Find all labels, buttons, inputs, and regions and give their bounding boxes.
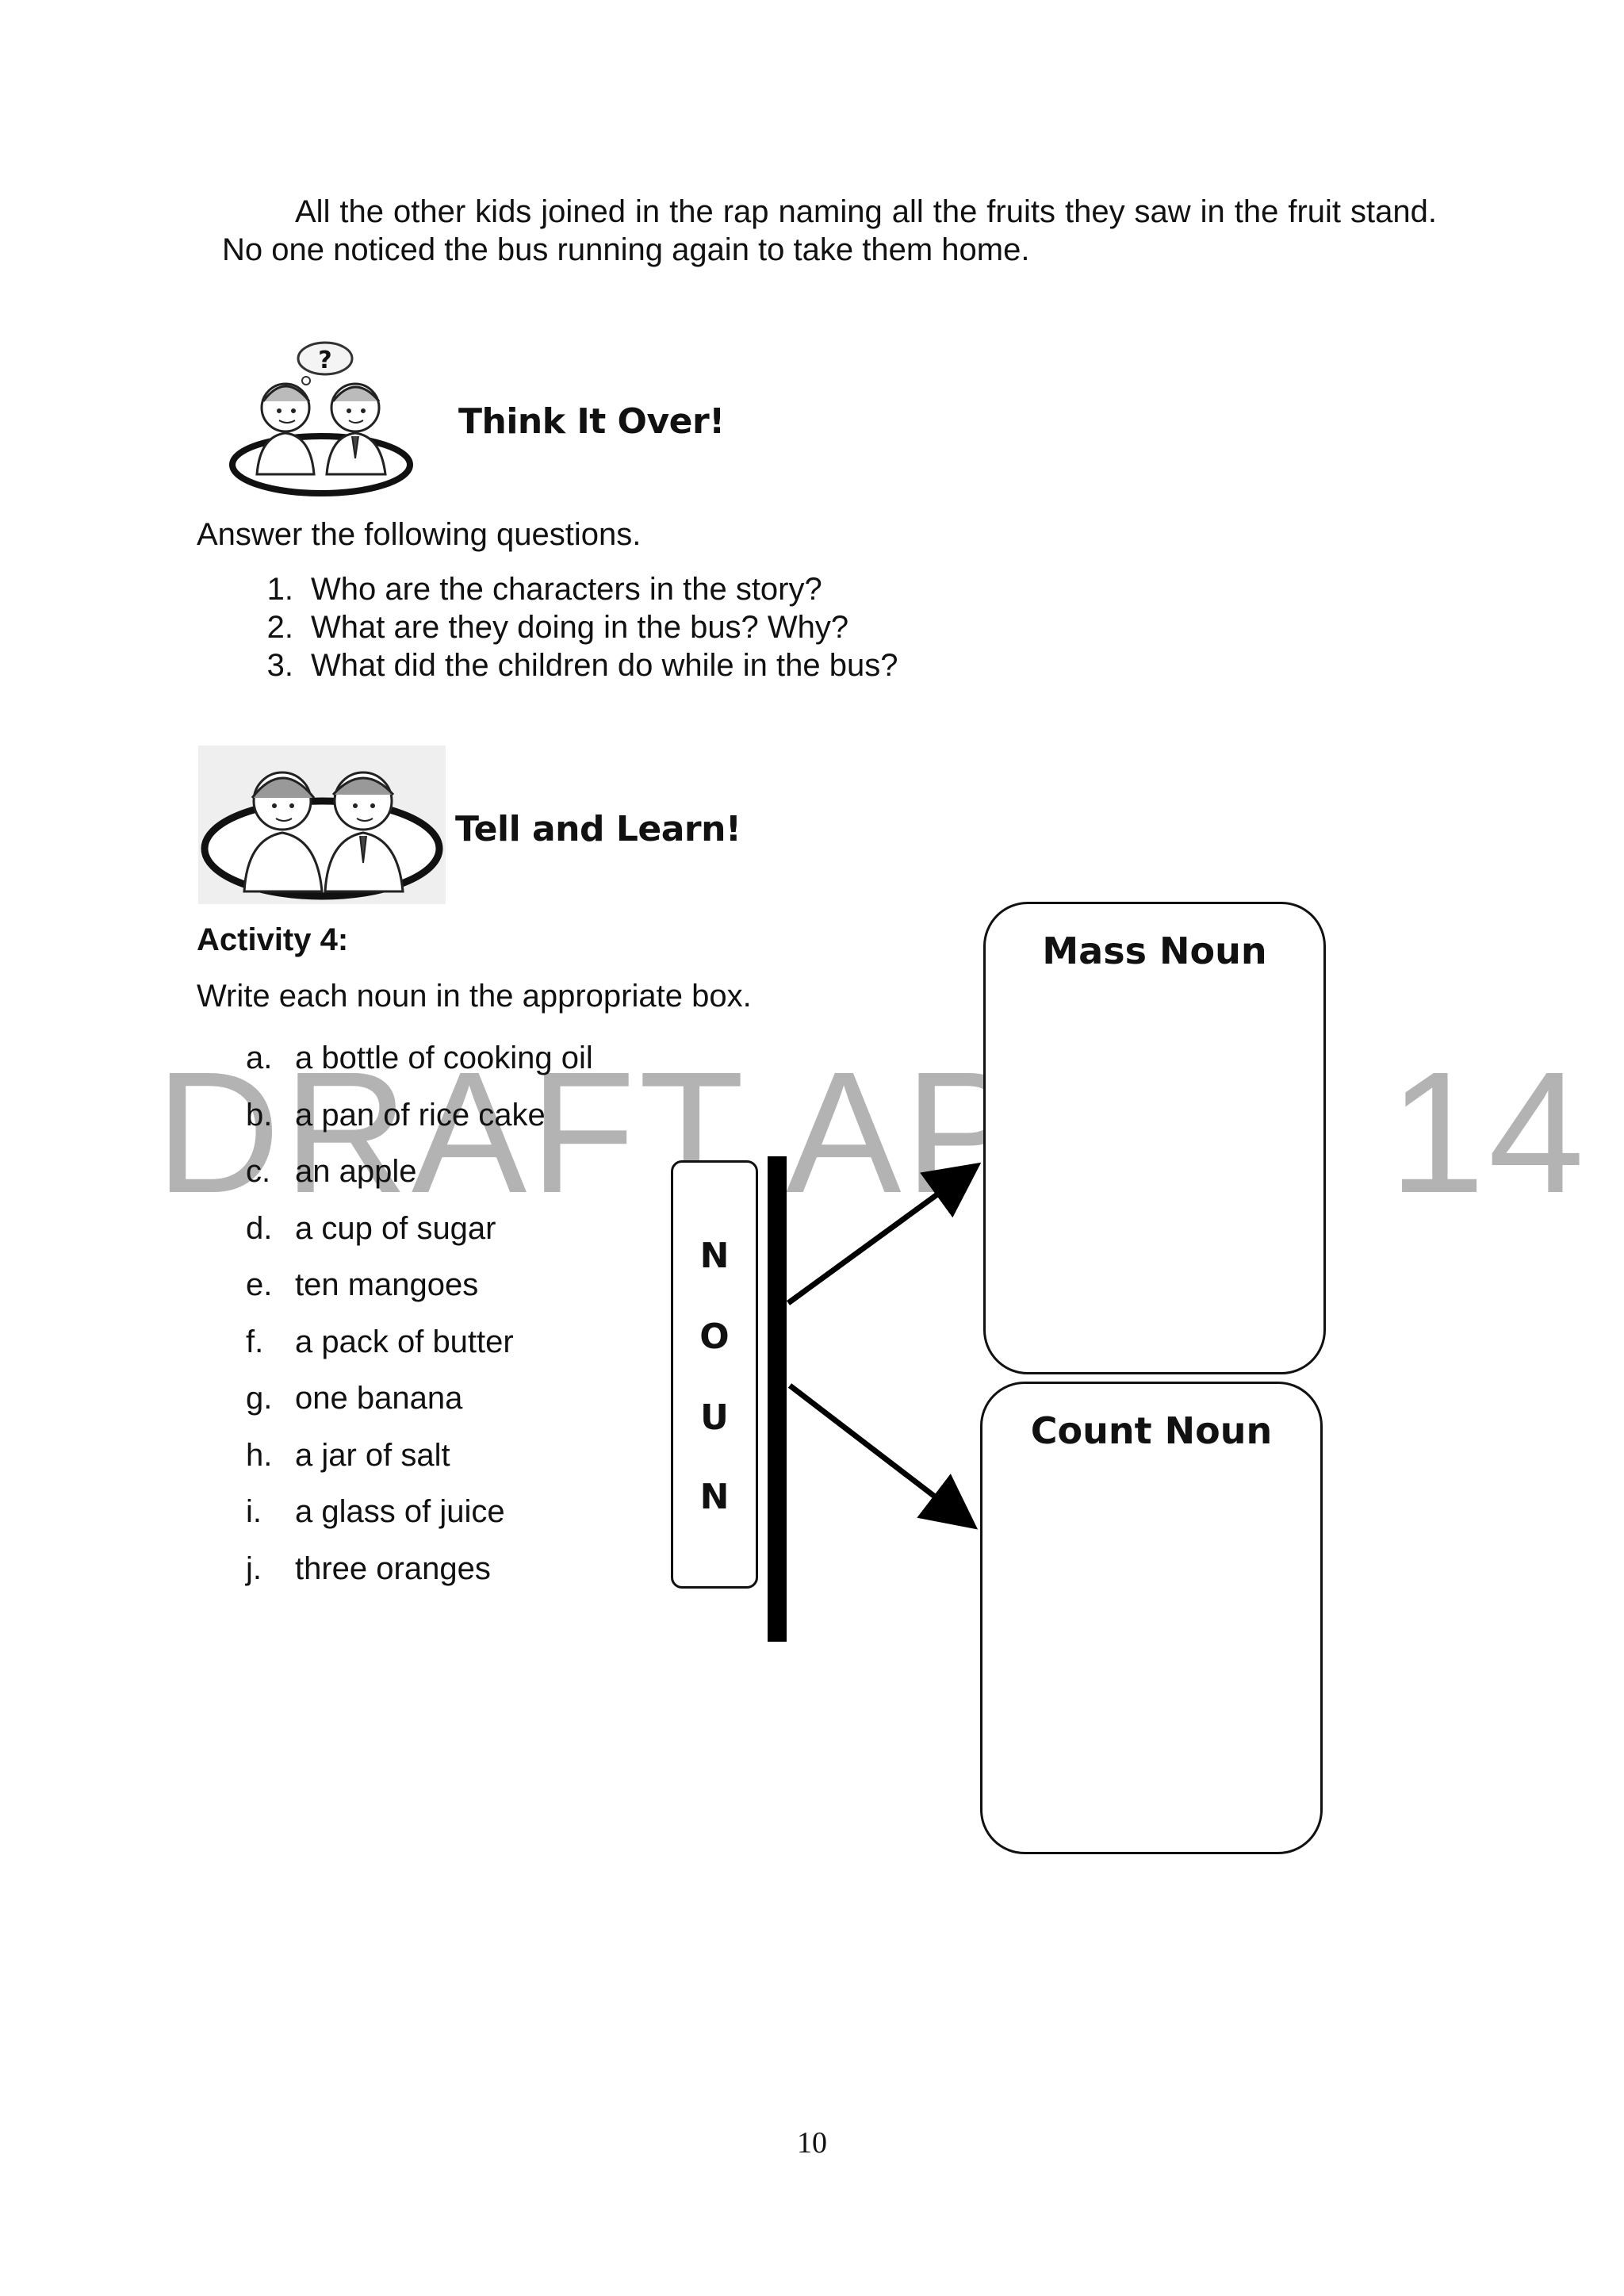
- list-item: d. a cup of sugar: [246, 1209, 593, 1267]
- thinking-kids-icon: ?: [224, 339, 419, 498]
- watermark-text: DRAFT APR: [155, 1037, 1151, 1229]
- noun-box: N O U N: [671, 1160, 758, 1589]
- item-letter: d.: [246, 1210, 273, 1246]
- count-noun-box[interactable]: Count Noun: [980, 1382, 1323, 1854]
- count-noun-title: Count Noun: [1030, 1409, 1273, 1452]
- mass-noun-title: Mass Noun: [1042, 930, 1267, 972]
- diagram-vertical-bar: [768, 1156, 787, 1642]
- item-letter: f.: [246, 1324, 264, 1359]
- activity-label: Activity 4:: [197, 922, 349, 957]
- list-item: b. a pan of rice cake: [246, 1096, 593, 1153]
- think-it-over-title: Think It Over!: [458, 401, 725, 442]
- page-number: 10: [797, 2126, 827, 2160]
- list-item: g. one banana: [246, 1379, 593, 1436]
- item-text: an apple: [295, 1154, 417, 1189]
- item-text: three oranges: [295, 1550, 491, 1586]
- item-text: a pack of butter: [295, 1324, 514, 1359]
- list-item: a. a bottle of cooking oil: [246, 1039, 593, 1096]
- item-text: ten mangoes: [295, 1267, 479, 1302]
- question-list: 1. Who are the characters in the story? 2…: [238, 570, 898, 684]
- arrow-to-mass-noun: [786, 1162, 982, 1305]
- story-paragraph: All the other kids joined in the rap nam…: [222, 194, 1437, 267]
- item-letter: b.: [246, 1097, 273, 1133]
- item-letter: c.: [246, 1154, 271, 1189]
- list-item: 1. Who are the characters in the story?: [238, 570, 898, 608]
- item-letter: g.: [246, 1381, 273, 1416]
- list-item: 3. What did the children do while in the …: [238, 646, 898, 684]
- list-item: e. ten mangoes: [246, 1266, 593, 1323]
- svg-text:?: ?: [318, 347, 331, 374]
- list-item: i. a glass of juice: [246, 1493, 593, 1550]
- list-item: c. an apple: [246, 1152, 593, 1209]
- talking-kids-icon: [198, 746, 446, 904]
- think-it-over-instruction: Answer the following questions.: [197, 517, 642, 552]
- item-text: a cup of sugar: [295, 1210, 496, 1246]
- tell-and-learn-title: Tell and Learn!: [455, 809, 741, 849]
- item-text: a pan of rice cake: [295, 1097, 546, 1133]
- question-text: What did the children do while in the bu…: [311, 648, 898, 683]
- mass-noun-box[interactable]: Mass Noun: [983, 902, 1326, 1374]
- list-item: f. a pack of butter: [246, 1323, 593, 1380]
- arrow-to-count-noun: [787, 1383, 979, 1530]
- noun-letter: N: [699, 1477, 730, 1517]
- noun-letter: N: [699, 1236, 730, 1276]
- item-text: one banana: [295, 1381, 463, 1416]
- item-letter: a.: [246, 1041, 273, 1075]
- activity-item-list: a. a bottle of cooking oil b. a pan of ric…: [246, 1039, 593, 1606]
- question-number: 1.: [266, 572, 293, 607]
- list-item: h. a jar of salt: [246, 1436, 593, 1493]
- item-letter: h.: [246, 1437, 273, 1473]
- item-text: a bottle of cooking oil: [295, 1041, 593, 1075]
- question-number: 3.: [266, 648, 293, 683]
- item-text: a jar of salt: [295, 1437, 450, 1473]
- list-item: 2. What are they doing in the bus? Why?: [238, 608, 898, 646]
- question-text: Who are the characters in the story?: [311, 572, 822, 607]
- item-letter: i.: [246, 1494, 262, 1529]
- list-item: j. three oranges: [246, 1550, 593, 1607]
- watermark-tail: 14: [1388, 1037, 1588, 1229]
- question-text: What are they doing in the bus? Why?: [311, 610, 849, 645]
- activity-instruction: Write each noun in the appropriate box.: [197, 979, 752, 1014]
- question-number: 2.: [266, 610, 293, 645]
- noun-letter: O: [699, 1317, 730, 1357]
- item-letter: e.: [246, 1267, 273, 1302]
- noun-letter: U: [700, 1397, 729, 1438]
- item-text: a glass of juice: [295, 1494, 505, 1529]
- item-letter: j.: [246, 1550, 262, 1586]
